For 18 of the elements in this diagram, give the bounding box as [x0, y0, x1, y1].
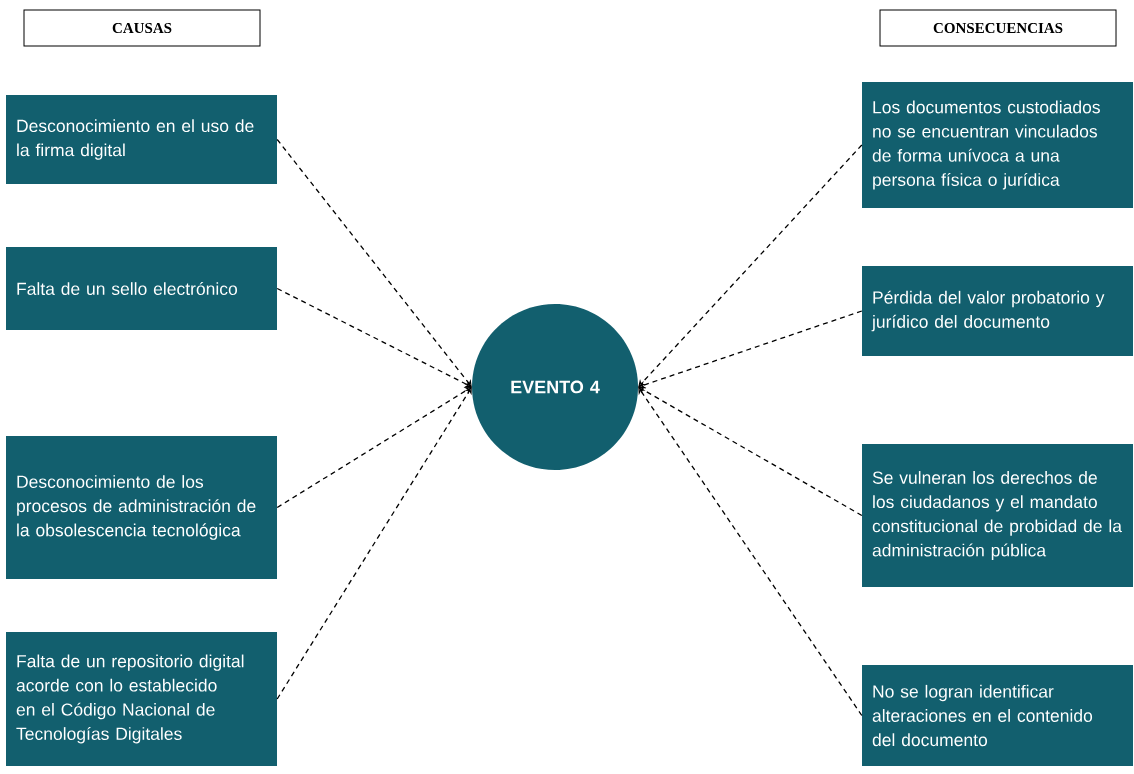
arrow [276, 387, 472, 509]
text-box: No se logran identificar alteraciones en el contenido del documento [862, 665, 1133, 766]
arrow [638, 387, 863, 717]
arrow [638, 310, 863, 389]
heading-box: CAUSAS [23, 9, 261, 47]
arrow [276, 387, 472, 700]
heading-box: CONSECUENCIAS [879, 9, 1117, 47]
text-box: Pérdida del valor probatorio y jurídico del documento [862, 266, 1133, 356]
arrow [638, 144, 863, 387]
text-box: Falta de un repositorio digital acorde con lo establecido en el Código Nacional de Tecnologías Digitales [6, 632, 277, 766]
text-box: Los documentos custodiados no se encuentran vinculados de forma unívoca a una persona física o jurídica [862, 82, 1133, 208]
text-box: Desconocimiento de los procesos de administración de la obsolescencia tecnológica [6, 436, 277, 579]
text-box: Desconocimiento en el uso de la firma digital [6, 95, 277, 184]
arrow [276, 287, 472, 388]
arrow [276, 138, 472, 387]
text-box: Falta de un sello electrónico [6, 247, 277, 330]
arrow [638, 387, 863, 517]
text-box: Se vulneran los derechos de los ciudadanos y el mandato constitucional de probidad de la administración pública [862, 444, 1133, 587]
